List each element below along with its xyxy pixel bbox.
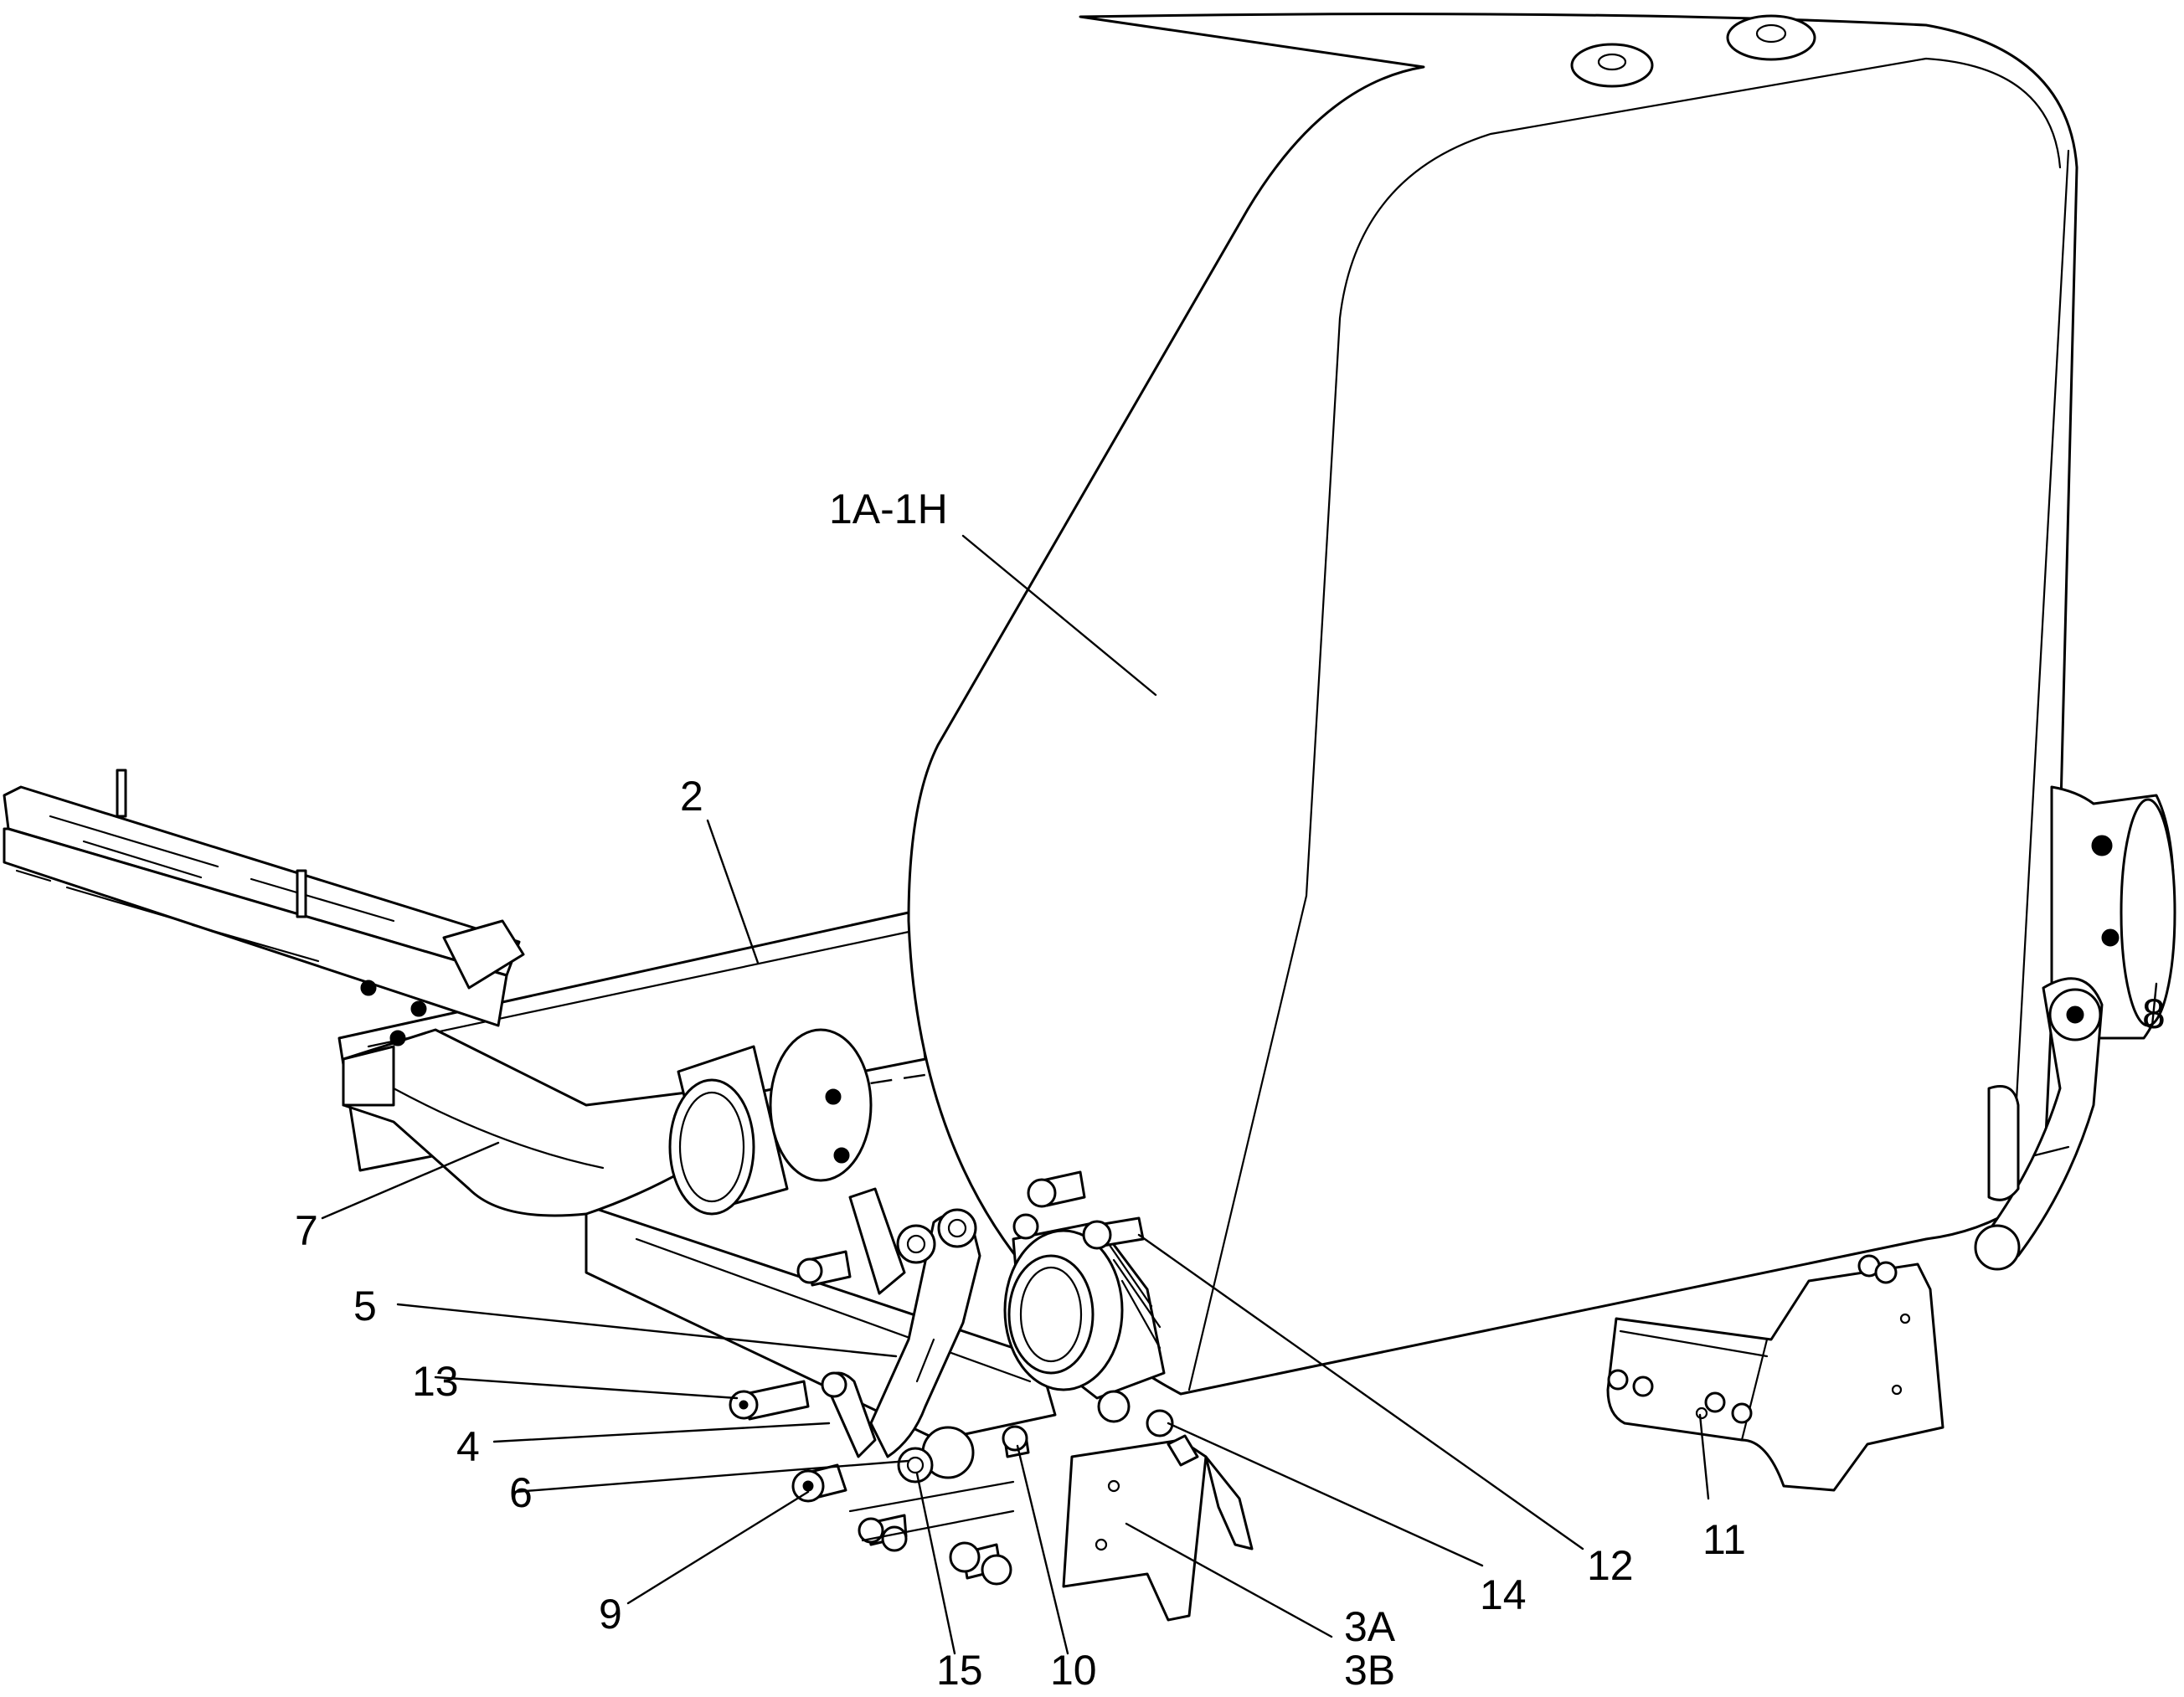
leader-15 [915, 1472, 956, 1655]
left-hinge-arm [342, 1028, 873, 1217]
label-15: 15 [936, 1647, 983, 1694]
leader-8 [2151, 982, 2158, 1027]
leader-10 [1016, 1444, 1069, 1655]
leader-2 [706, 819, 760, 964]
label-12: 12 [1587, 1542, 1634, 1589]
leader-12 [1137, 1233, 1584, 1550]
lower-frame-rail [585, 1204, 1057, 1442]
leader-lines [321, 534, 2158, 1655]
seat-back-cushion [907, 13, 2078, 1396]
leader-13 [434, 1376, 739, 1400]
label-1a-1h: 1A-1H [829, 486, 948, 532]
callout-labels: 1A-1H 2 3A 3B 4 5 6 7 8 9 10 11 12 13 14… [295, 486, 2166, 1694]
leader-7 [321, 1141, 500, 1220]
label-3b: 3B [1344, 1647, 1395, 1694]
leader-11 [1698, 1413, 1710, 1500]
label-13: 13 [412, 1358, 459, 1405]
label-6: 6 [509, 1469, 533, 1516]
leader-3a [1125, 1522, 1333, 1638]
label-2: 2 [680, 773, 703, 820]
recline-bracket [821, 1187, 981, 1458]
leader-9 [626, 1490, 810, 1605]
left-armrest-rail [3, 769, 525, 1027]
gear-lock-assembly [1003, 1221, 1166, 1400]
label-9: 9 [599, 1591, 622, 1638]
label-11: 11 [1702, 1516, 1746, 1563]
leader-5 [396, 1303, 898, 1358]
hardware [729, 1170, 1174, 1586]
label-10: 10 [1050, 1647, 1097, 1694]
leader-4 [492, 1422, 831, 1443]
right-mounting-bracket [1606, 1254, 1944, 1492]
right-hinge-arm [1974, 977, 2104, 1271]
label-5: 5 [353, 1283, 377, 1329]
label-8: 8 [2142, 990, 2166, 1037]
label-3a: 3A [1344, 1603, 1396, 1650]
label-4: 4 [456, 1423, 480, 1470]
leader-1a-1h [961, 534, 1157, 697]
right-hinge-knob [2050, 785, 2176, 1040]
label-7: 7 [295, 1207, 318, 1254]
label-14: 14 [1480, 1571, 1527, 1618]
leader-6 [513, 1459, 910, 1494]
center-mounting-bracket [1062, 1434, 1254, 1622]
leader-14 [1167, 1422, 1484, 1567]
